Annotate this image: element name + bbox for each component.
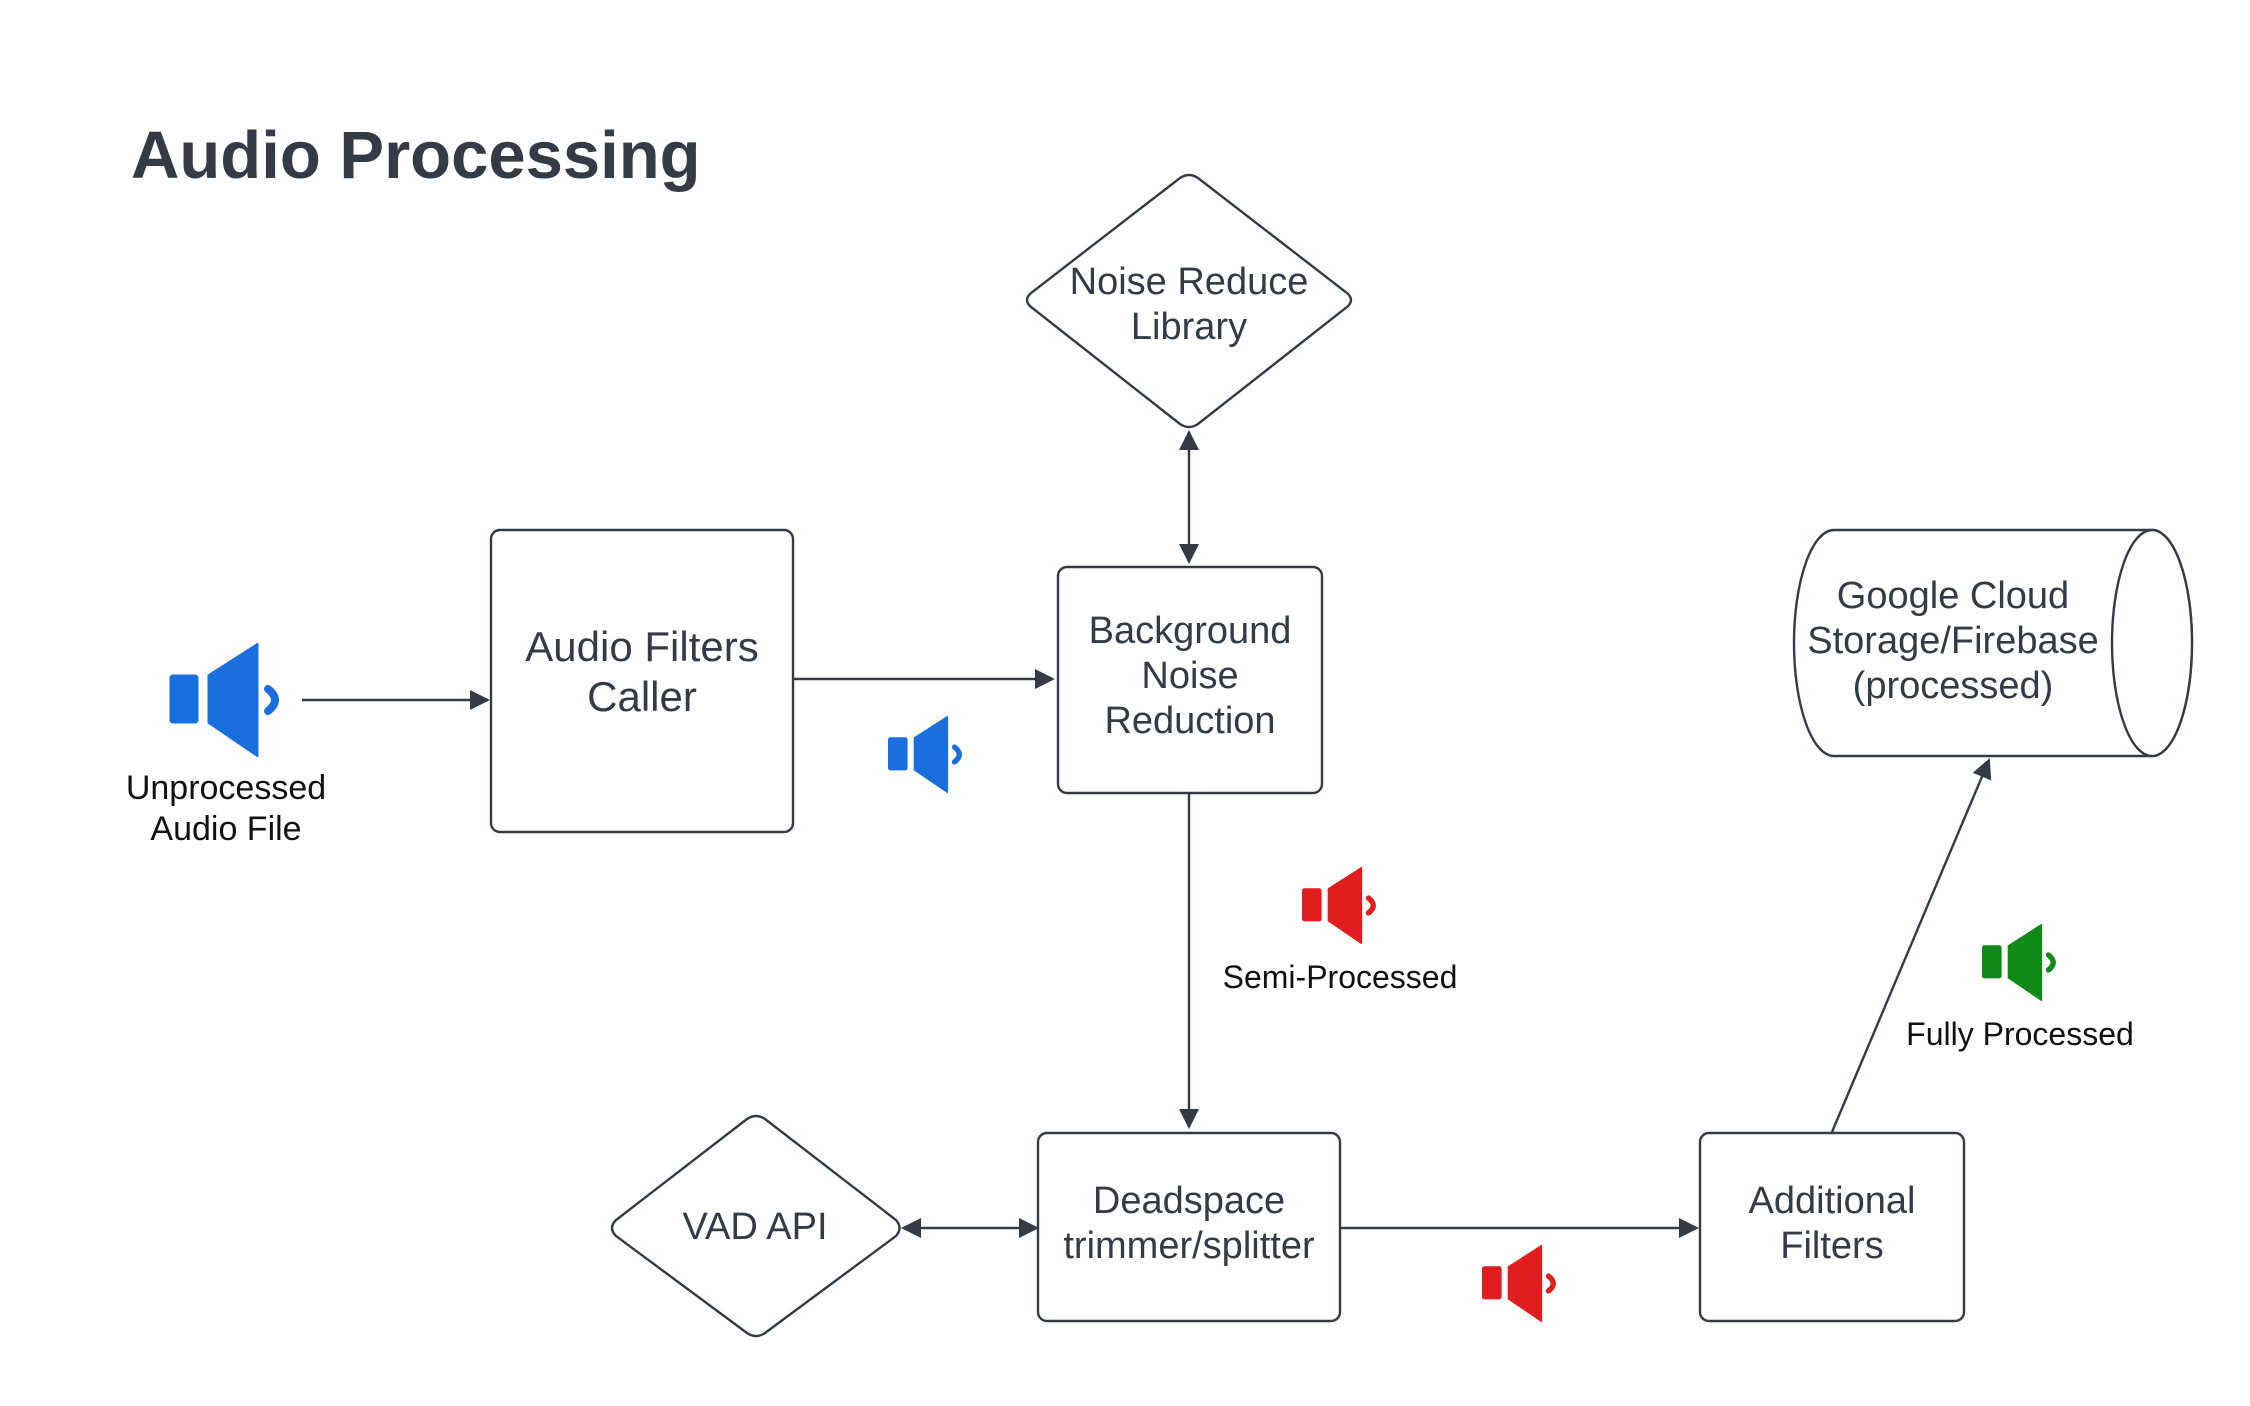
node-google-cloud-storage: Google Cloud Storage/Firebase (processed… [1792,528,2194,758]
edge-additional-to-storage [1830,758,1992,1133]
node-background-noise-reduction: Background Noise Reduction [1056,565,1324,795]
caption-unprocessed-line2: Audio File [150,810,301,848]
speaker-red-icon [1482,1245,1553,1322]
node-background-noise-reduction-line1: Background [1089,610,1292,652]
node-noise-reduce-library-line1: Noise Reduce [1070,261,1309,303]
node-audio-filters-caller-line2: Caller [587,673,697,720]
node-google-cloud-storage-line1: Google Cloud [1837,575,2069,617]
node-deadspace-trimmer: Deadspace trimmer/splitter [1036,1131,1342,1323]
speaker-fully-processed-icon [1982,924,2053,1001]
node-noise-reduce-library: Noise Reduce Library [1025,173,1353,429]
node-audio-filters-caller: Audio Filters Caller [489,528,795,834]
node-vad-api-label: VAD API [682,1206,827,1248]
node-google-cloud-storage-line2: Storage/Firebase [1807,620,2099,662]
speaker-semi-processed-icon [1302,867,1373,944]
node-vad-api: VAD API [610,1114,901,1338]
caption-fully-processed: Fully Processed [1906,1016,2134,1052]
node-deadspace-trimmer-line2: trimmer/splitter [1063,1225,1315,1267]
node-background-noise-reduction-line2: Noise [1141,655,1238,697]
node-background-noise-reduction-line3: Reduction [1104,700,1275,742]
speaker-blue-icon [888,716,959,793]
node-additional-filters-line2: Filters [1780,1225,1883,1267]
page-title: Audio Processing [131,118,701,193]
node-google-cloud-storage-line3: (processed) [1853,665,2054,707]
node-additional-filters-line1: Additional [1749,1180,1916,1222]
node-audio-filters-caller-line1: Audio Filters [525,623,758,670]
caption-semi-processed: Semi-Processed [1223,959,1458,995]
speaker-unprocessed-icon [170,643,275,757]
node-additional-filters: Additional Filters [1698,1131,1966,1323]
node-noise-reduce-library-line2: Library [1131,306,1247,348]
node-deadspace-trimmer-line1: Deadspace [1093,1180,1285,1222]
caption-unprocessed-line1: Unprocessed [126,769,326,807]
